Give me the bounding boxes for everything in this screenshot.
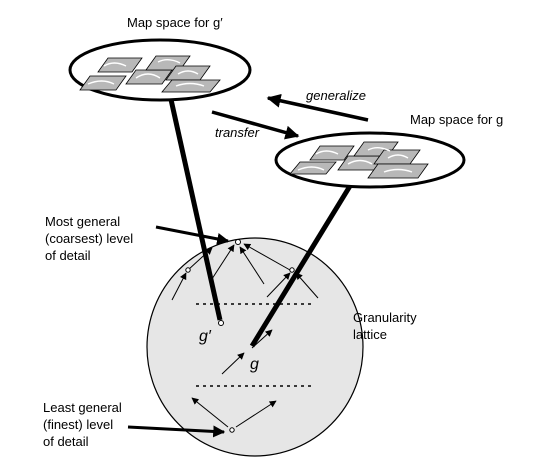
projection-line-g-prime <box>167 94 223 321</box>
least-general-line2: (finest) level <box>43 417 113 432</box>
lattice-arrows-upper <box>171 243 319 301</box>
map-space-g-label: Map space for g <box>410 112 503 127</box>
node-g-prime-dot <box>218 320 224 326</box>
granularity-label-line1: Granularity <box>353 310 417 325</box>
transfer-arrow <box>211 110 300 140</box>
most-general-pointer <box>155 225 230 245</box>
map-space-g <box>274 131 466 189</box>
lattice-arrows-lower <box>191 397 277 428</box>
most-general-line2: (coarsest) level <box>45 231 133 246</box>
transfer-label: transfer <box>215 125 260 140</box>
most-general-line3: of detail <box>45 248 91 263</box>
node-g-prime-label: g′ <box>199 328 212 345</box>
projection-line-g <box>249 184 353 348</box>
least-general-line1: Least general <box>43 400 122 415</box>
map-space-g-prime <box>68 38 252 102</box>
least-general-pointer <box>127 425 226 438</box>
granularity-lattice-ellipse <box>146 237 364 457</box>
node-g-label: g <box>250 356 259 373</box>
granularity-label-line2: lattice <box>353 327 387 342</box>
generalize-arrow <box>266 93 369 122</box>
map-space-g-prime-label: Map space for g′ <box>127 15 223 30</box>
generalize-label: generalize <box>306 88 366 103</box>
lattice-nodes-upper <box>185 239 295 273</box>
most-general-line1: Most general <box>45 214 120 229</box>
least-general-line3: of detail <box>43 434 89 449</box>
finest-node <box>229 427 235 433</box>
